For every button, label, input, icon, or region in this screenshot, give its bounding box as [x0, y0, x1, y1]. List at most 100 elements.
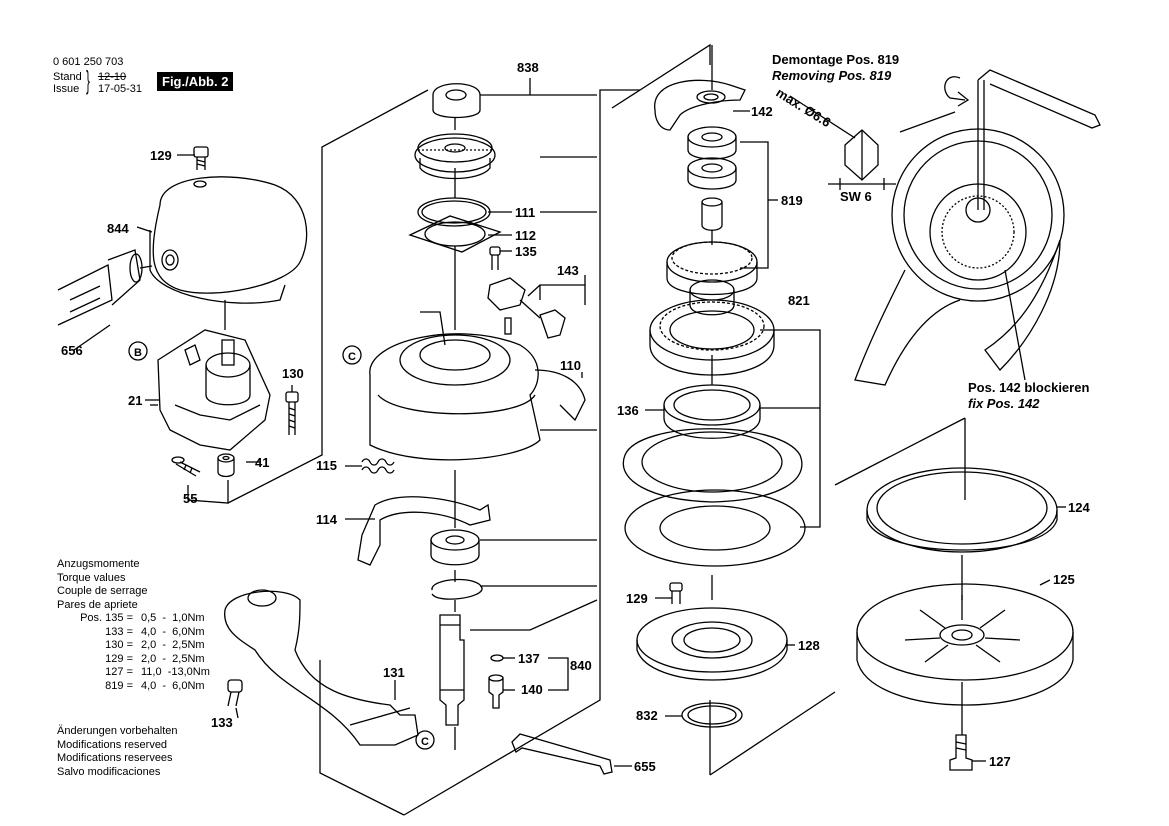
gear-housing-21 — [157, 329, 271, 451]
callout-656: 656 — [61, 343, 83, 358]
spindle-shaft — [439, 614, 465, 726]
screw-55 — [171, 456, 201, 477]
issue-value: 17-05-31 — [98, 83, 143, 95]
sanding-pad-125 — [856, 583, 1074, 706]
callout-115: 115 — [316, 458, 337, 473]
callout-112: 112 — [515, 228, 536, 243]
ball-bearing — [430, 529, 480, 566]
shield-142 — [654, 79, 746, 131]
callout-21: 21 — [128, 393, 142, 408]
screw-130 — [285, 391, 299, 435]
torque-pos: Pos. 135 = — [80, 612, 133, 624]
torque-value: 4,0 - 6,0Nm — [141, 679, 205, 692]
note-sw: SW 6 — [840, 189, 872, 204]
callout-124: 124 — [1068, 500, 1090, 515]
torque-value: 11,0 -13,0Nm — [141, 666, 210, 678]
gasket-112 — [408, 215, 502, 253]
callout-C-bottom: C — [421, 736, 429, 748]
torque-value: 2,0 - 2,5Nm — [141, 639, 205, 651]
torque-pos: 130 = — [105, 639, 133, 651]
washer-137 — [490, 654, 504, 662]
callout-circle-C2 — [415, 730, 435, 750]
modifications-en: Modifications reserved — [57, 738, 168, 751]
torque-title-en: Torque values — [57, 571, 126, 584]
group-boundary-mid — [611, 43, 711, 109]
stand-value: 12-10 — [98, 71, 127, 83]
callout-125: 125 — [1053, 572, 1075, 587]
screw-129-mid — [669, 582, 683, 604]
lever-114 — [357, 496, 491, 566]
modifications-note: Änderungen vorbehalten Modifications res… — [57, 725, 177, 779]
screw-133 — [227, 679, 243, 707]
torque-row: 130 = 2,0 - 2,5Nm — [57, 639, 204, 653]
callout-136: 136 — [617, 403, 639, 418]
torque-title-de: Anzugsmomente — [57, 558, 140, 570]
group-boundary-right — [403, 89, 640, 816]
sleeve — [701, 197, 723, 231]
callout-circle-C1 — [342, 345, 362, 365]
callout-143: 143 — [557, 263, 579, 278]
callout-838: 838 — [517, 60, 539, 75]
issue-label: Issue — [53, 83, 80, 95]
callout-129-mid: 129 — [626, 591, 648, 606]
callout-840: 840 — [570, 658, 592, 673]
circlip — [431, 578, 483, 600]
allen-key-655 — [511, 733, 613, 775]
callout-131: 131 — [383, 665, 405, 680]
pad-brake-ring — [624, 489, 806, 567]
callout-B: B — [134, 347, 142, 359]
hex-key-detail — [977, 69, 1101, 210]
figure-label: Fig./Abb. 2 — [157, 72, 234, 91]
callout-130: 130 — [282, 366, 304, 381]
detail-view-housing — [854, 128, 1065, 386]
pad-ring-124 — [866, 467, 1058, 553]
part-number: 0 601 250 703 — [53, 56, 124, 68]
torque-value: 2,0 - 2,5Nm — [141, 652, 205, 665]
torque-pos: 133 = — [105, 625, 133, 638]
spring-115 — [361, 458, 395, 474]
torque-row: 129 = 2,0 - 2,5Nm — [57, 653, 204, 667]
callout-844: 844 — [107, 221, 129, 236]
torque-row: Pos. 135 = 0,5 - 1,0Nm — [57, 612, 204, 626]
note-block-de: Pos. 142 blockieren — [968, 380, 1089, 395]
callout-C: C — [348, 351, 356, 363]
callout-140: 140 — [521, 682, 543, 697]
shim-top — [432, 83, 481, 119]
callout-137: 137 — [518, 651, 540, 666]
callout-128: 128 — [798, 638, 820, 653]
callout-55: 55 — [183, 491, 197, 506]
torque-pos: 819 = — [105, 679, 133, 692]
brace: } — [86, 65, 90, 95]
callout-41: 41 — [255, 455, 269, 470]
callout-135: 135 — [515, 244, 537, 259]
bearing-41 — [217, 453, 235, 478]
bearing-flange-128 — [636, 607, 788, 681]
screw-129 — [193, 146, 209, 170]
torque-row: 127 = 11,0 -13,0Nm — [57, 666, 210, 680]
rotation-arrow — [944, 76, 966, 101]
aux-handle-656 — [57, 249, 153, 326]
callout-655: 655 — [634, 759, 656, 774]
brush-143 — [487, 277, 566, 339]
torque-pos: 127 = — [105, 666, 133, 678]
torque-row: 819 = 4,0 - 6,0Nm — [57, 679, 204, 694]
modifications-es: Salvo modificaciones — [57, 765, 161, 778]
o-ring-832 — [681, 702, 743, 728]
gasket-plate — [622, 428, 803, 503]
bearings-819 — [687, 126, 737, 190]
screw-135 — [489, 246, 501, 256]
bevel-gear — [414, 133, 496, 180]
dust-shroud — [369, 311, 586, 461]
group-boundary-left — [227, 89, 429, 504]
torque-value: 4,0 - 6,0Nm — [141, 625, 205, 638]
callout-127: 127 — [989, 754, 1011, 769]
note-max-diameter: max. Ø6.6 — [773, 85, 833, 130]
pin-140 — [488, 674, 504, 709]
callout-819: 819 — [781, 193, 803, 208]
modifications-de: Änderungen vorbehalten — [57, 725, 178, 737]
group-boundary-bottom — [319, 660, 405, 816]
note-block-en: fix Pos. 142 — [968, 396, 1040, 411]
callout-821: 821 — [788, 293, 810, 308]
